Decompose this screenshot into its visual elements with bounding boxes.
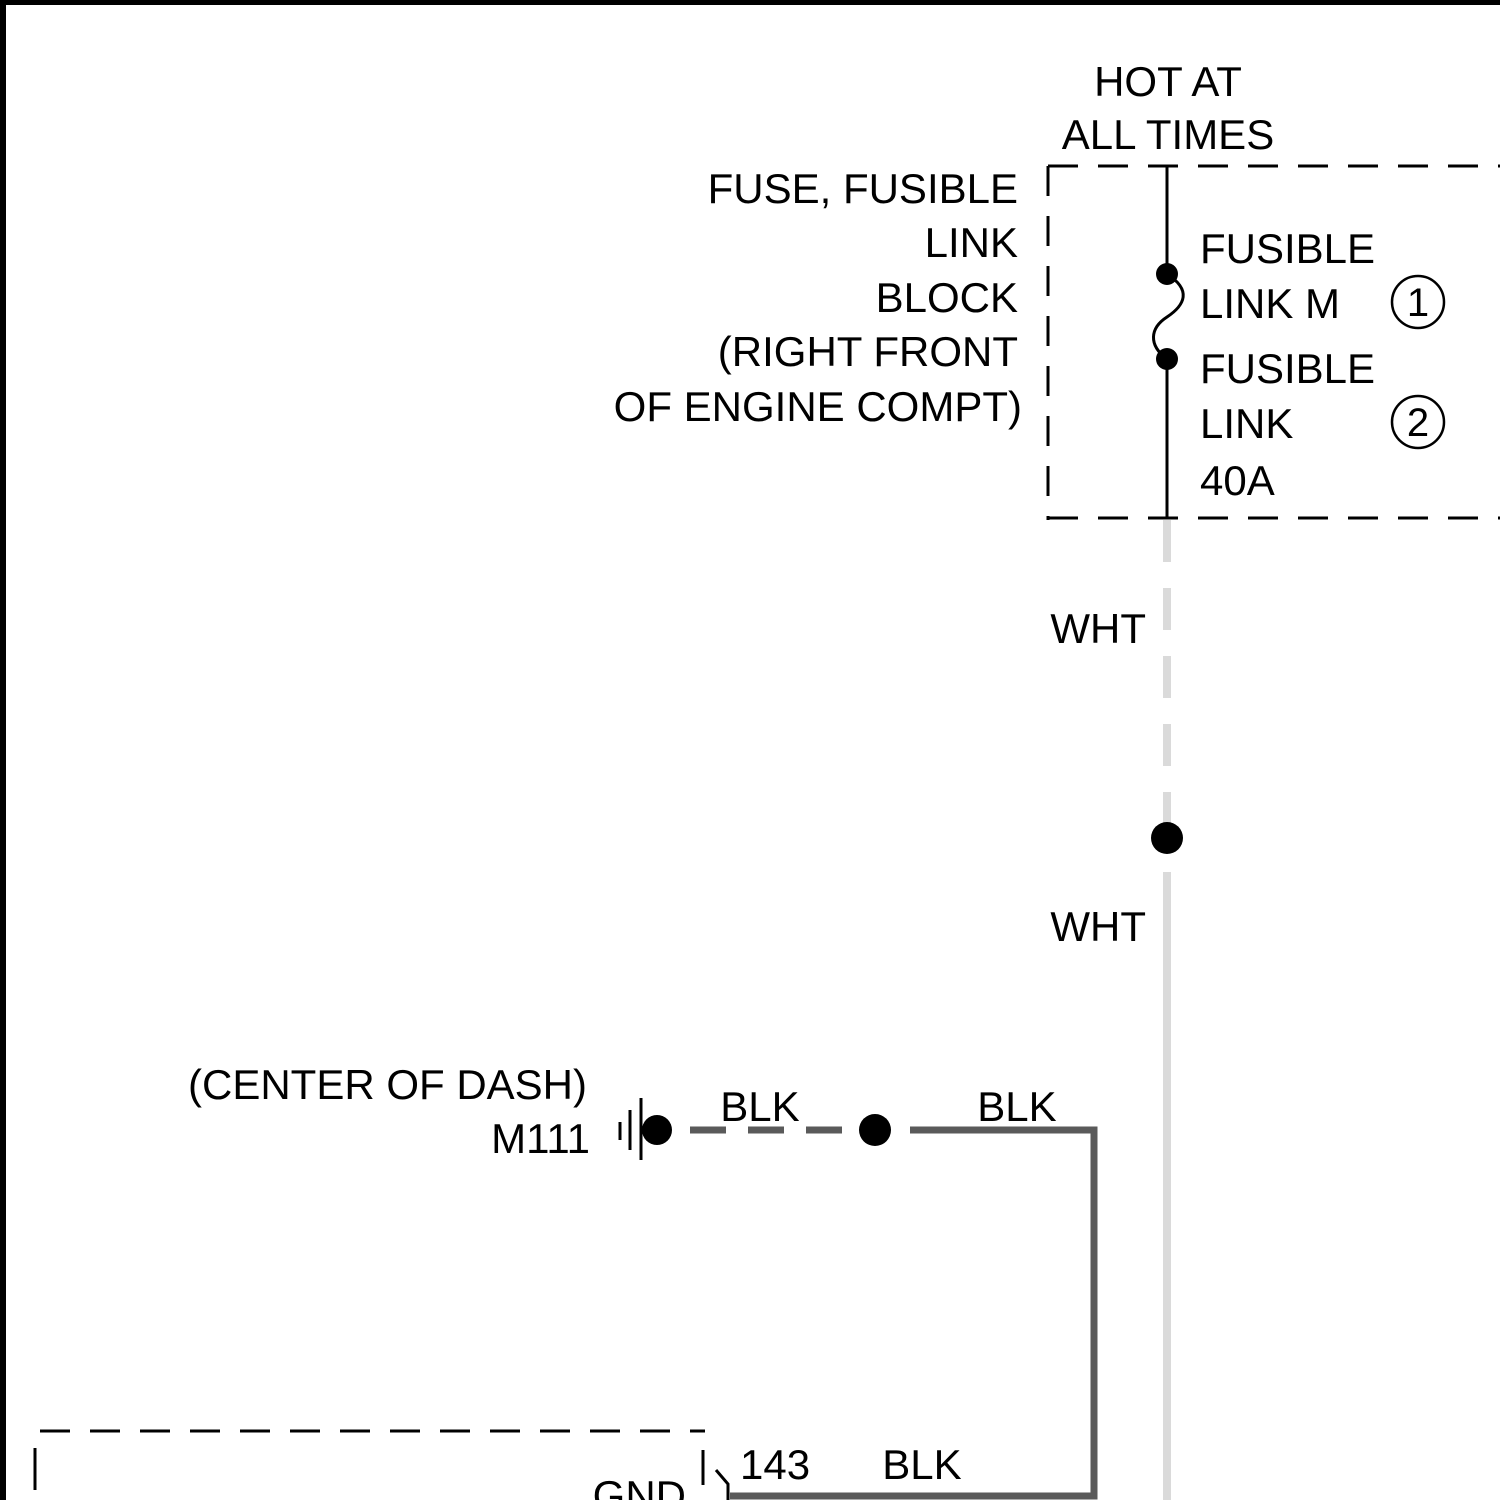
svg-text:OF ENGINE COMPT): OF ENGINE COMPT) — [614, 383, 1022, 430]
svg-text:FUSE, FUSIBLE: FUSE, FUSIBLE — [708, 165, 1018, 212]
hot-at-label: HOT AT — [1094, 58, 1242, 105]
wht-upper-label: WHT — [1050, 605, 1146, 652]
callout-1-marker: 1 — [1392, 276, 1444, 328]
blk-right-label: BLK — [977, 1083, 1056, 1130]
svg-text:BLOCK: BLOCK — [876, 274, 1018, 321]
svg-text:1: 1 — [1407, 281, 1429, 325]
all-times-label: ALL TIMES — [1062, 111, 1274, 158]
blk-bottom-label: BLK — [882, 1441, 961, 1488]
fusible-link-m-line2: LINK M — [1200, 280, 1340, 327]
svg-text:(RIGHT FRONT: (RIGHT FRONT — [718, 328, 1018, 375]
fuse-block-label: FUSE, FUSIBLE LINK BLOCK (RIGHT FRONT OF… — [614, 165, 1022, 430]
blk-left-label: BLK — [720, 1083, 799, 1130]
pin-143-label: 143 — [740, 1441, 810, 1488]
gnd-pin-label: GND — [593, 1472, 686, 1500]
pin-143-connector-icon — [716, 1470, 728, 1500]
fusible-link-40a-line1: FUSIBLE — [1200, 345, 1375, 392]
ground-symbol-m111 — [620, 1098, 672, 1160]
fusible-link-40a-rating: 40A — [1200, 457, 1275, 504]
fusible-link-m-line1: FUSIBLE — [1200, 225, 1375, 272]
fusible-link-symbol — [1153, 166, 1183, 518]
fusible-link-40a-line2: LINK — [1200, 400, 1293, 447]
wht-splice-dot — [1151, 822, 1183, 854]
ground-location-label: (CENTER OF DASH) — [188, 1061, 587, 1108]
blk-splice-dot — [859, 1114, 891, 1146]
wht-lower-label: WHT — [1050, 903, 1146, 950]
svg-text:LINK: LINK — [925, 219, 1018, 266]
svg-text:2: 2 — [1407, 401, 1429, 445]
callout-2-marker: 2 — [1392, 396, 1444, 448]
ground-id-label: M111 — [491, 1115, 590, 1162]
